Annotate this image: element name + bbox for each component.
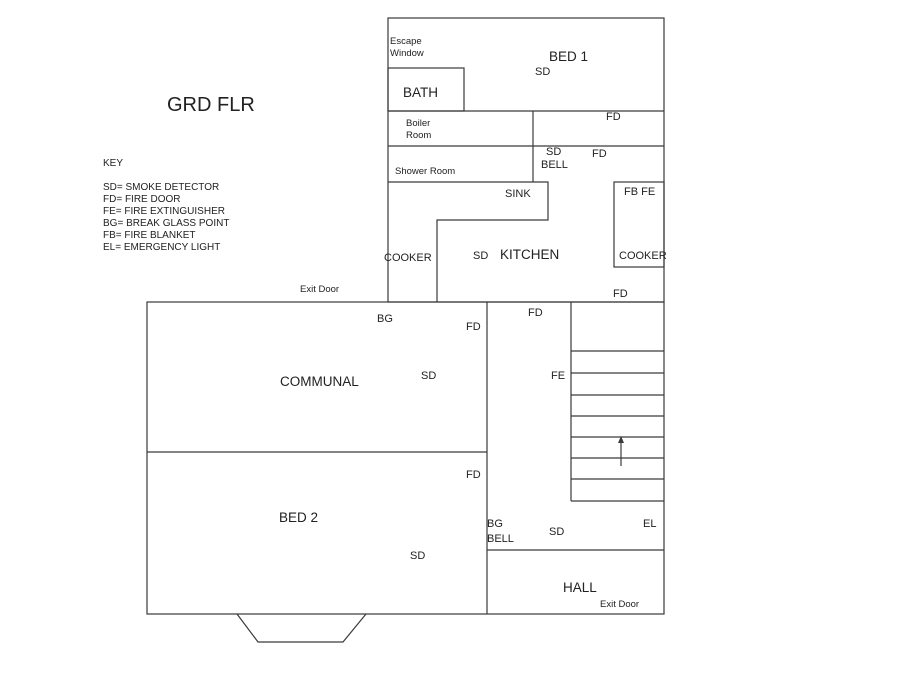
fd-communal: FD <box>466 321 481 333</box>
kitchen-unit-wall <box>613 181 665 268</box>
key-entry-fd: FD= FIRE DOOR <box>103 194 181 205</box>
room-communal: COMMUNAL <box>280 374 359 389</box>
room-bed2: BED 2 <box>279 510 318 525</box>
sd-hall: SD <box>549 526 564 538</box>
key-entry-sd: SD= SMOKE DETECTOR <box>103 182 219 193</box>
key-heading: KEY <box>103 158 123 169</box>
sd-bed2: SD <box>410 550 425 562</box>
sd-bed1: SD <box>535 66 550 78</box>
key-entry-el: EL= EMERGENCY LIGHT <box>103 242 220 253</box>
escape-window-line1: Escape <box>390 36 422 47</box>
sd-communal: SD <box>421 370 436 382</box>
fd-bed1: FD <box>606 111 621 123</box>
cooker-label-left: COOKER <box>384 252 432 264</box>
room-shower: Shower Room <box>395 166 455 177</box>
bg-hall: BG <box>487 518 503 530</box>
escape-window-line2: Window <box>390 48 424 59</box>
fd-bed2: FD <box>466 469 481 481</box>
room-hall: HALL <box>563 580 597 595</box>
key-entry-bg: BG= BREAK GLASS POINT <box>103 218 229 229</box>
el-hall: EL <box>643 518 656 530</box>
walls <box>146 17 665 643</box>
room-boiler-line2: Room <box>406 130 431 141</box>
room-bath: BATH <box>403 85 438 100</box>
fd-hall-top: FD <box>528 307 543 319</box>
key-legend: KEY SD= SMOKE DETECTOR FD= FIRE DOOR FE=… <box>103 158 229 253</box>
fb-fe-kitchen: FB FE <box>624 186 655 198</box>
key-entry-fb: FB= FIRE BLANKET <box>103 230 196 241</box>
fd-kitchen: FD <box>613 288 628 300</box>
sd-kitchen: SD <box>473 250 488 262</box>
key-entry-fe: FE= FIRE EXTINGUISHER <box>103 206 225 217</box>
room-boiler-line1: Boiler <box>406 118 430 129</box>
sink-counter-wall <box>436 181 549 302</box>
bell-landing: BELL <box>541 159 568 171</box>
floor-title: GRD FLR <box>167 94 255 116</box>
bell-hall: BELL <box>487 533 514 545</box>
fe-stairs: FE <box>551 370 565 382</box>
stair-arrow-icon <box>618 436 624 443</box>
sd-landing: SD <box>546 146 561 158</box>
bay-window <box>236 613 367 643</box>
fd-landing: FD <box>592 148 607 160</box>
bg-communal: BG <box>377 313 393 325</box>
cooker-label-right: COOKER <box>619 250 667 262</box>
exit-door-hall: Exit Door <box>600 599 639 610</box>
sink-label: SINK <box>505 188 531 200</box>
room-bed1: BED 1 <box>549 49 588 64</box>
exit-door-top: Exit Door <box>300 284 339 295</box>
room-kitchen: KITCHEN <box>500 247 559 262</box>
